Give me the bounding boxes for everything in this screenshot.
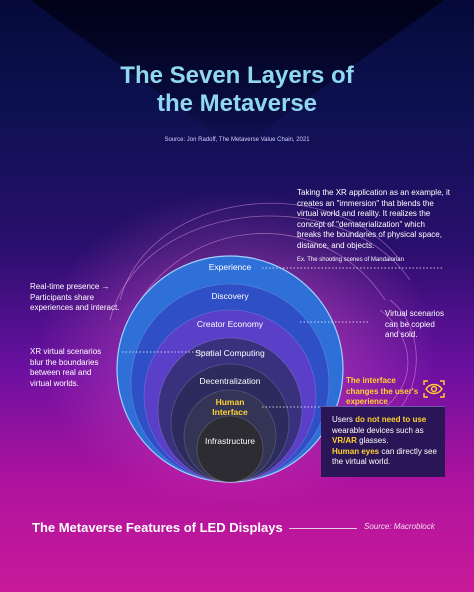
footer-divider <box>289 528 357 529</box>
layer-label-human-interface-2: Interface <box>212 407 248 417</box>
annotation-example: Ex. The shooting scenes of Mandalorian <box>297 257 404 263</box>
annotation-xr-immersion: Taking the XR application as an example,… <box>297 188 450 250</box>
layer-label-creator-economy: Creator Economy <box>196 319 264 329</box>
eye-icon <box>423 380 445 398</box>
layer-circle-infrastructure <box>196 415 264 483</box>
layer-label-spatial-computing: Spatial Computing <box>195 348 265 358</box>
footer-title: The Metaverse Features of LED Displays <box>32 520 283 535</box>
annotation-xr-blur: XR virtual scenarios blur the boundaries… <box>30 347 102 388</box>
layer-label-discovery: Discovery <box>211 291 249 301</box>
page-title-line1: The Seven Layers of <box>120 62 354 89</box>
layer-label-decentralization: Decentralization <box>199 376 261 386</box>
source-citation: Source: Jon Radoff, The Metaverse Value … <box>164 137 310 143</box>
info-box <box>321 406 445 477</box>
info-box-text: Users do not need to use wearable device… <box>332 415 437 466</box>
annotation-realtime-presence: Real-time presence → Participants share … <box>30 282 120 312</box>
layer-label-human-interface-1: Human <box>215 397 245 407</box>
annotation-interface-changes: The interface changes the user's experie… <box>346 376 419 406</box>
layer-label-infrastructure: Infrastructure <box>204 436 256 446</box>
footer-source: Source: Macroblock <box>364 522 435 531</box>
layer-label-experience: Experience <box>208 262 252 272</box>
annotation-virtual-scenarios: Virtual scenarios can be copied and sold… <box>385 309 444 339</box>
page-title-line2: the Metaverse <box>156 90 318 117</box>
